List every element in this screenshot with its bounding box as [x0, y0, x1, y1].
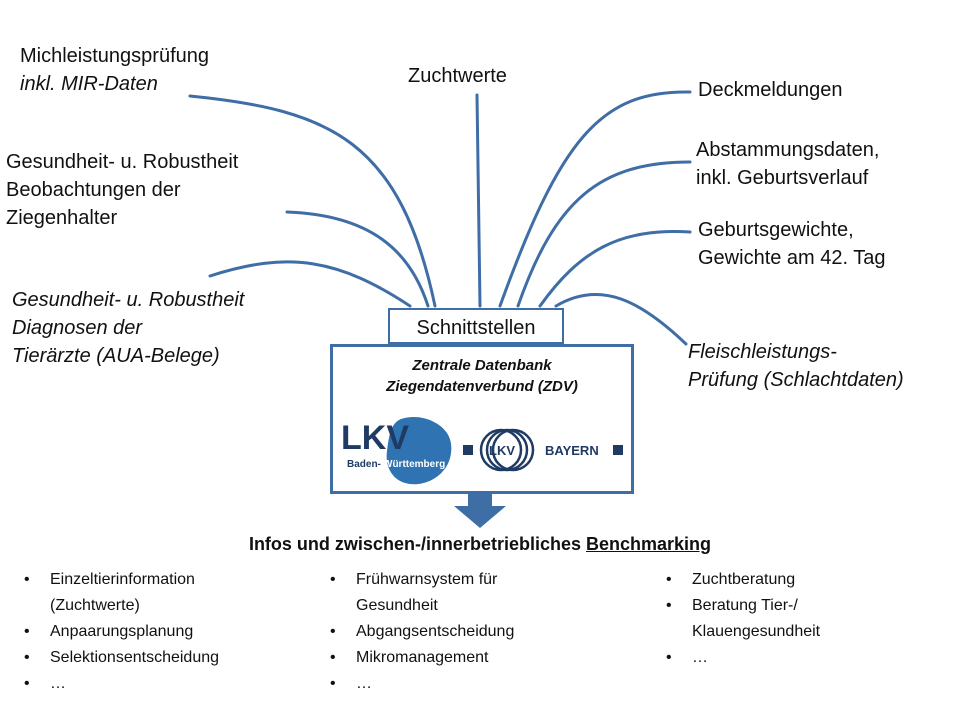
source-obs-line2: Beobachtungen der [6, 179, 181, 201]
lkv-bw-logo-sub-a: Baden- [347, 459, 381, 470]
source-pedigree-line2: inkl. Geburtsverlauf [696, 167, 869, 189]
source-health-diagnoses: Gesundheit- u. Robustheit Diagnosen der … [12, 286, 244, 370]
database-title: Zentrale Datenbank Ziegendatenverbund (Z… [333, 355, 631, 397]
source-milk-line2: inkl. MIR-Daten [20, 73, 158, 95]
source-health-observations: Gesundheit- u. Robustheit Beobachtungen … [6, 148, 238, 232]
lkv-bayern-logo-side: BAYERN [545, 443, 599, 458]
list-item: Selektionsentscheidung [22, 645, 219, 671]
source-breeding-values: Zuchtwerte [408, 62, 507, 90]
source-pedigree-line1: Abstammungsdaten, [696, 139, 880, 161]
connector-weights [538, 230, 692, 308]
source-mating-line1: Deckmeldungen [698, 79, 843, 101]
source-weights-line2: Gewichte am 42. Tag [698, 247, 886, 269]
connector-mating [498, 90, 692, 308]
source-obs-line1: Gesundheit- u. Robustheit [6, 151, 239, 173]
bullet-list-right: Zuchtberatung Beratung Tier-/Klauengesun… [664, 567, 820, 671]
list-item: Beratung Tier-/Klauengesundheit [664, 593, 820, 645]
list-item: Abgangsentscheidung [328, 619, 514, 645]
benchmarking-prefix: Infos und zwischen-/innerbetriebliches [248, 534, 586, 554]
list-item: … [22, 671, 219, 697]
benchmarking-underlined: Benchmarking [586, 534, 712, 554]
connector-observations [285, 210, 430, 308]
lkv-bayern-logo: LKV BAYERN [463, 428, 623, 472]
list-item: Anpaarungsplanung [22, 619, 219, 645]
source-milk-recording: Michleistungsprüfung inkl. MIR-Daten [20, 42, 209, 98]
bullet-list-left: Einzeltierinformation(Zuchtwerte) Anpaar… [22, 567, 219, 697]
source-pedigree: Abstammungsdaten, inkl. Geburtsverlauf [696, 136, 879, 192]
source-weights: Geburtsgewichte, Gewichte am 42. Tag [698, 216, 886, 272]
list-item: … [328, 671, 514, 697]
down-arrow-icon [454, 494, 506, 528]
connector-breeding-values [475, 93, 482, 308]
source-slaughter-line1: Fleischleistungs- [688, 341, 837, 363]
interfaces-box: Schnittstellen [388, 308, 564, 344]
benchmarking-heading: Infos und zwischen-/innerbetriebliches B… [0, 534, 960, 555]
source-diag-line1: Gesundheit- u. Robustheit [12, 289, 245, 311]
source-top-line1: Zuchtwerte [408, 65, 507, 87]
list-item: Mikromanagement [328, 645, 514, 671]
source-diag-line2: Diagnosen der [12, 317, 143, 339]
lkv-bw-logo-main: LKV [341, 419, 409, 457]
database-title-line2: Ziegendatenverbund (ZDV) [386, 378, 578, 395]
list-item: Einzeltierinformation(Zuchtwerte) [22, 567, 219, 619]
source-weights-line1: Geburtsgewichte, [698, 219, 854, 241]
source-milk-line1: Michleistungsprüfung [20, 45, 209, 67]
lkv-bw-logo: LKV Baden- Württemberg [341, 416, 452, 485]
source-mating-reports: Deckmeldungen [698, 76, 843, 104]
central-database-box: Zentrale Datenbank Ziegendatenverbund (Z… [330, 344, 634, 494]
connector-pedigree [516, 160, 692, 308]
list-item: … [664, 645, 820, 671]
lkv-bw-logo-sub-b: Württemberg [383, 459, 445, 470]
list-item: Zuchtberatung [664, 567, 820, 593]
database-title-line1: Zentrale Datenbank [412, 357, 552, 374]
source-slaughter-line2: Prüfung (Schlachtdaten) [688, 369, 904, 391]
connector-milk [188, 94, 437, 308]
connector-diagnoses [208, 260, 412, 308]
lkv-bayern-logo-main: LKV [489, 443, 515, 458]
source-obs-line3: Ziegenhalter [6, 207, 118, 229]
connector-slaughter [554, 292, 688, 346]
source-diag-line3: Tierärzte (AUA-Belege) [12, 345, 220, 367]
source-slaughter-data: Fleischleistungs- Prüfung (Schlachtdaten… [688, 338, 904, 394]
